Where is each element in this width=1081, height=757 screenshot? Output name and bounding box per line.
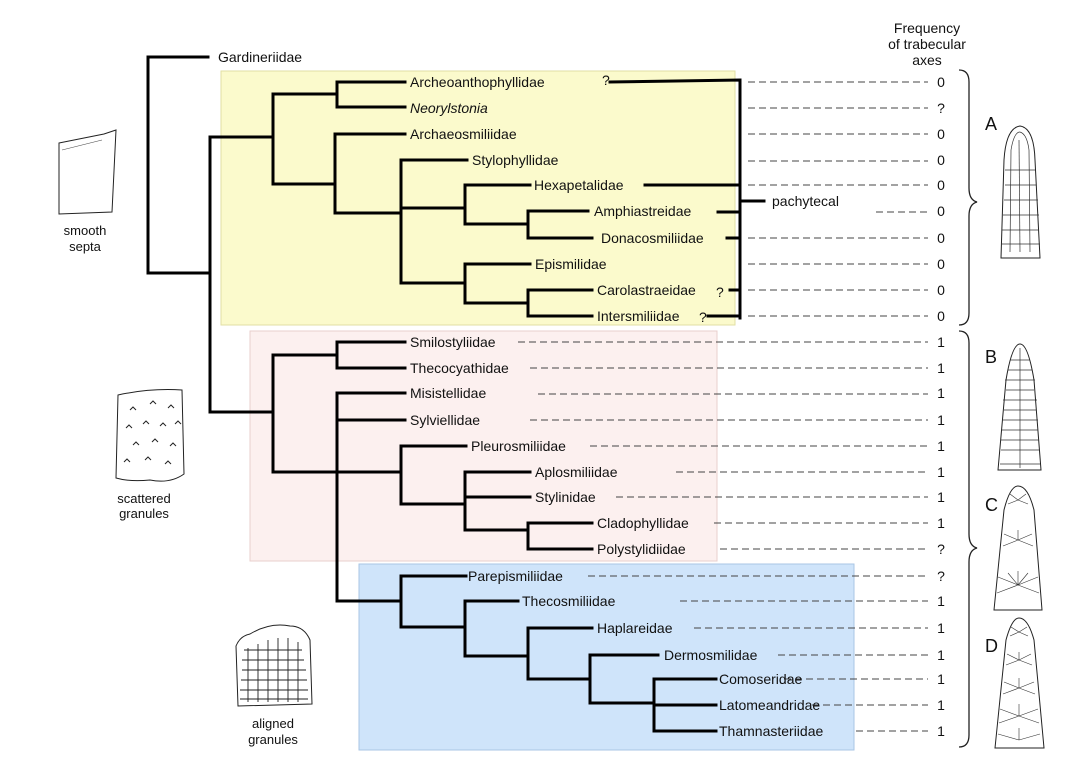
frequency-value: ? — [937, 541, 945, 557]
frequency-value: 0 — [937, 126, 945, 142]
taxon-label: Thecosmiliidae — [522, 593, 616, 609]
stacked-fan-trabecula-sketch — [994, 617, 1045, 749]
frequency-value: 0 — [937, 308, 945, 324]
group-letter-c: C — [985, 495, 998, 515]
single-axis-trabecula-sketch — [997, 343, 1042, 471]
aligned-granules-label-line1: aligned — [252, 716, 294, 731]
taxon-label: Dermosmilidae — [664, 647, 758, 663]
scattered-granules-septum-sketch — [115, 389, 185, 482]
brace-bcd — [958, 330, 978, 748]
taxon-label: Intersmiliidae — [597, 308, 680, 324]
group-letter-d: D — [985, 636, 998, 656]
cladogram-branches — [146, 55, 766, 733]
pachythecal-trabecular-section-sketch — [1000, 125, 1041, 259]
frequency-value: 1 — [937, 360, 945, 376]
frequency-value: 1 — [937, 515, 945, 531]
group-letter-b: B — [985, 347, 997, 367]
taxon-label: Hexapetalidae — [534, 177, 624, 193]
taxon-label: Archeoanthophyllidae — [410, 74, 545, 90]
fan-trabecula-sketch — [993, 485, 1043, 611]
taxon-label: Donacosmiliidae — [601, 230, 704, 246]
taxon-label: Neorylstonia — [410, 100, 488, 116]
frequency-header-line2: of trabecular — [888, 36, 966, 52]
frequency-value: 1 — [937, 593, 945, 609]
taxon-labels: Archeoanthophyllidae Neorylstonia Archae… — [410, 74, 823, 739]
pachythecal-label: pachytecal — [772, 193, 839, 209]
frequency-value: 1 — [937, 385, 945, 401]
frequency-value: 0 — [937, 203, 945, 219]
taxon-label: Sylviellidae — [410, 412, 480, 428]
scattered-granules-label-line2: granules — [119, 506, 169, 521]
frequency-value: 1 — [937, 671, 945, 687]
frequency-value: ? — [937, 100, 945, 116]
taxon-label: Stylinidae — [535, 489, 596, 505]
frequency-values: 0 ? 0 0 0 0 0 0 0 0 1 1 1 1 1 1 1 1 ? ? … — [937, 74, 945, 739]
taxon-label: Stylophyllidae — [472, 152, 559, 168]
leader-lines — [518, 81, 928, 732]
frequency-value: 0 — [937, 230, 945, 246]
taxon-label: Thecocyathidae — [410, 360, 509, 376]
taxon-label: Thamnasteriidae — [719, 723, 823, 739]
brace-a — [958, 69, 978, 326]
taxon-label: Carolastraeidae — [597, 282, 696, 298]
taxon-label: Parepismiliidae — [468, 568, 563, 584]
aligned-granules-septum-sketch — [235, 624, 313, 707]
taxon-label: Archaeosmiliidae — [410, 126, 517, 142]
group-d-box — [358, 563, 855, 751]
frequency-value: 1 — [937, 489, 945, 505]
frequency-value: 1 — [937, 464, 945, 480]
frequency-value: 0 — [937, 282, 945, 298]
uncertain-mark: ? — [716, 284, 724, 300]
frequency-value: 1 — [937, 412, 945, 428]
frequency-value: 0 — [937, 256, 945, 272]
taxon-label-gardineriidae: Gardineriidae — [218, 49, 302, 65]
frequency-value: 1 — [937, 620, 945, 636]
aligned-granules-label-line2: granules — [248, 732, 298, 747]
frequency-header-line3: axes — [912, 52, 942, 68]
frequency-value: 1 — [937, 334, 945, 350]
frequency-header-line1: Frequency — [894, 20, 960, 36]
taxon-label: Cladophyllidae — [597, 515, 689, 531]
taxon-label: Comoseridae — [719, 671, 802, 687]
taxon-label: Aplosmiliidae — [535, 464, 618, 480]
taxon-label: Latomeandridae — [719, 697, 820, 713]
taxon-label: Misistellidae — [410, 385, 486, 401]
smooth-septa-label-line1: smooth — [64, 223, 107, 238]
frequency-value: ? — [937, 568, 945, 584]
frequency-value: 0 — [937, 177, 945, 193]
taxon-label: Amphiastreidae — [594, 203, 691, 219]
taxon-label: Epismilidae — [535, 256, 607, 272]
taxon-label: Polystylidiidae — [597, 541, 686, 557]
frequency-value: 1 — [937, 697, 945, 713]
frequency-value: 0 — [937, 74, 945, 90]
taxon-label: Haplareidae — [597, 620, 673, 636]
frequency-value: 0 — [937, 152, 945, 168]
frequency-value: 1 — [937, 438, 945, 454]
scattered-granules-label-line1: scattered — [117, 491, 170, 506]
group-a-box — [220, 70, 736, 326]
taxon-label: Smilostyliidae — [410, 334, 496, 350]
smooth-septa-label-line2: septa — [69, 239, 102, 254]
frequency-value: 1 — [937, 647, 945, 663]
smooth-septum-sketch — [58, 129, 117, 215]
uncertain-mark: ? — [602, 72, 610, 88]
taxon-label: Pleurosmiliidae — [471, 438, 566, 454]
frequency-value: 1 — [937, 723, 945, 739]
uncertain-mark: ? — [699, 309, 707, 325]
group-letter-a: A — [985, 114, 997, 134]
